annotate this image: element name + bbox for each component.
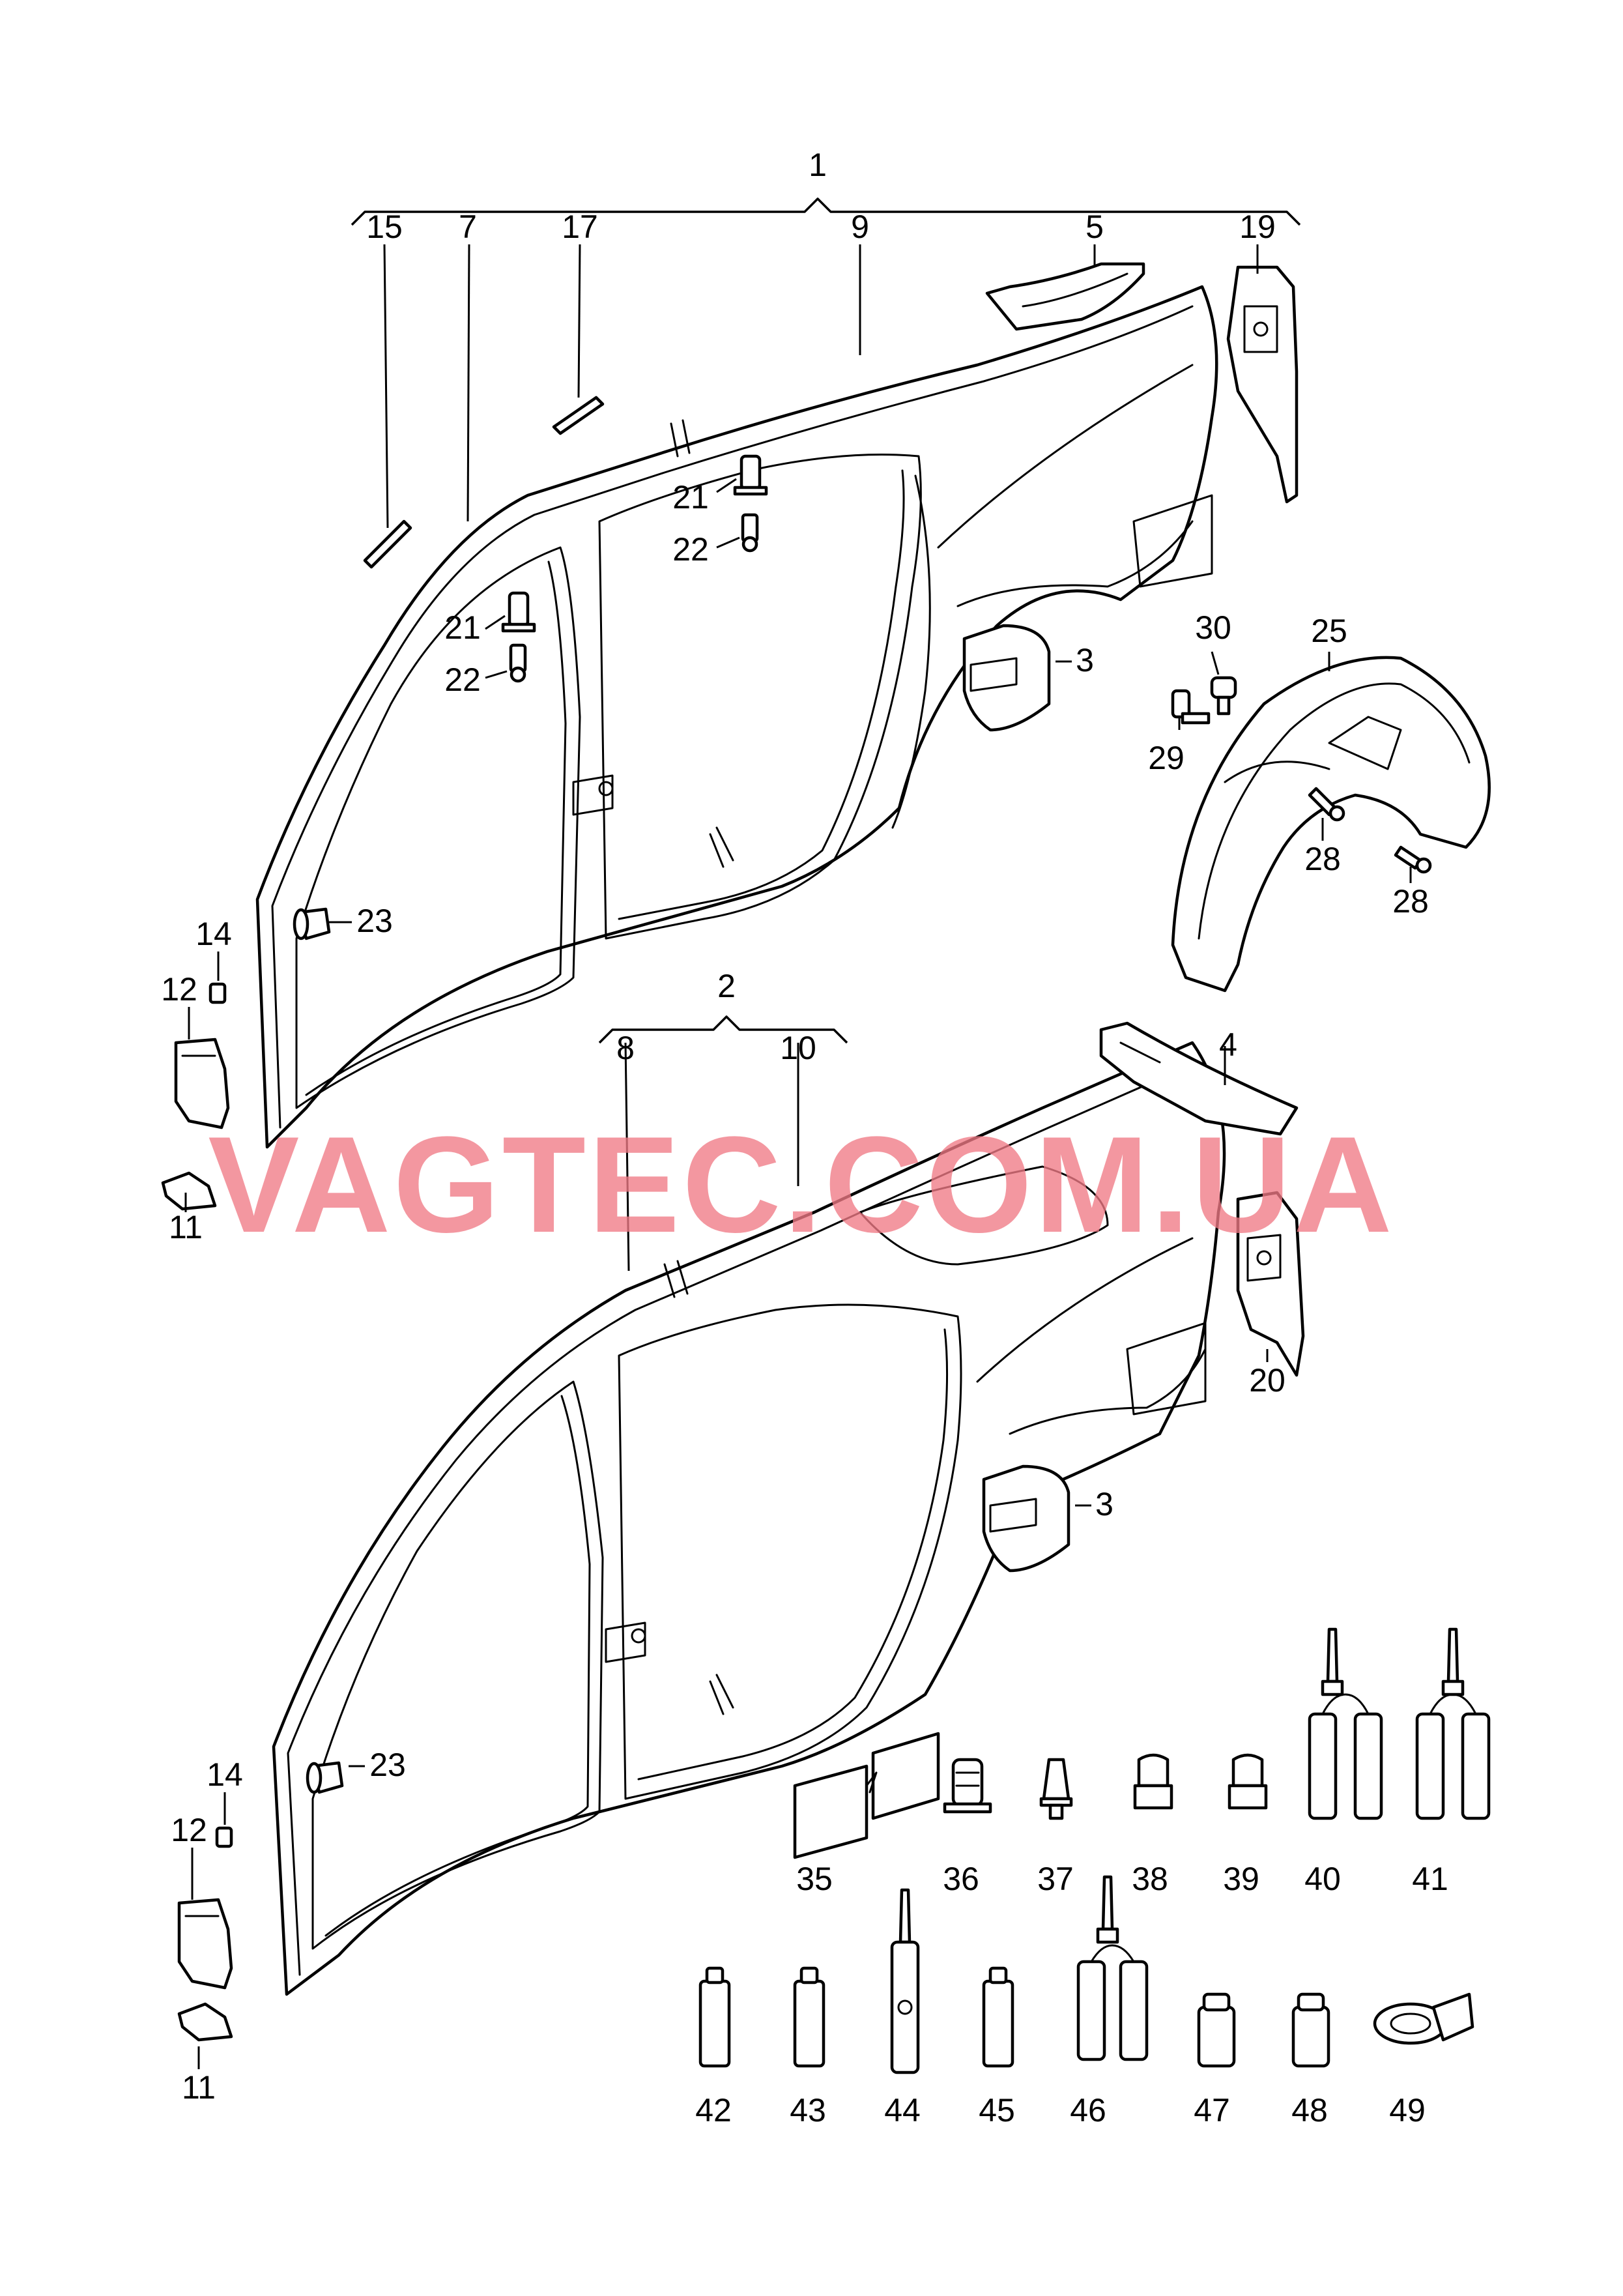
callout-47: 47 bbox=[1194, 2092, 1230, 2129]
callout-1: 1 bbox=[809, 147, 827, 183]
clip-21-upper bbox=[733, 454, 768, 496]
callout-39: 39 bbox=[1223, 1861, 1259, 1897]
callout-35: 35 bbox=[796, 1861, 833, 1897]
callout-29: 29 bbox=[1148, 740, 1185, 776]
clip-17 bbox=[552, 396, 605, 435]
leader-lines bbox=[184, 244, 1412, 2069]
callout-12-upper: 12 bbox=[161, 971, 197, 1008]
part-25-wheel-housing-liner bbox=[1171, 656, 1491, 993]
callout-3-lower: 3 bbox=[1095, 1486, 1113, 1522]
nut-39 bbox=[1228, 1753, 1268, 1810]
part-4-reinforcement bbox=[1099, 1021, 1299, 1136]
callout-28-b: 28 bbox=[1392, 883, 1429, 920]
jar-48 bbox=[1291, 1992, 1330, 2068]
screw-28a bbox=[1308, 787, 1345, 822]
callout-41: 41 bbox=[1412, 1861, 1448, 1897]
can-45 bbox=[982, 1966, 1014, 2068]
callout-5: 5 bbox=[1085, 209, 1104, 245]
callout-19: 19 bbox=[1239, 209, 1276, 245]
callout-46: 46 bbox=[1070, 2092, 1106, 2129]
callout-22-upper: 22 bbox=[672, 531, 709, 568]
bracket-12-lower bbox=[177, 1898, 233, 1990]
callout-14-upper: 14 bbox=[195, 916, 232, 952]
callout-30: 30 bbox=[1195, 609, 1231, 646]
clip-14-lower bbox=[215, 1826, 233, 1848]
part-3-flap-upper bbox=[962, 624, 1051, 732]
cartridge-40 bbox=[1308, 1627, 1383, 1820]
part-19-bracket bbox=[1226, 265, 1299, 504]
clip-15 bbox=[363, 519, 412, 569]
callout-21-upper: 21 bbox=[672, 479, 709, 516]
callout-9: 9 bbox=[851, 209, 869, 245]
cartridge-46 bbox=[1076, 1875, 1149, 2061]
tape-roll-49 bbox=[1373, 1992, 1474, 2045]
callout-8: 8 bbox=[616, 1030, 635, 1066]
callout-10: 10 bbox=[780, 1030, 816, 1066]
callout-numbers: 1 15 7 17 9 5 19 21 22 21 22 3 30 25 29 … bbox=[161, 147, 1448, 2129]
callout-12-lower: 12 bbox=[171, 1812, 207, 1848]
callout-11-upper: 11 bbox=[169, 1209, 203, 1245]
tube-44 bbox=[890, 1888, 920, 2074]
patch-35 bbox=[793, 1732, 940, 1859]
callout-38: 38 bbox=[1132, 1861, 1168, 1897]
part-20-bracket bbox=[1236, 1191, 1305, 1377]
callout-15: 15 bbox=[366, 209, 403, 245]
jar-47 bbox=[1197, 1992, 1236, 2068]
clip-30 bbox=[1210, 676, 1237, 716]
callout-22-mid: 22 bbox=[444, 661, 481, 698]
can-43 bbox=[793, 1966, 826, 2068]
callout-14-lower: 14 bbox=[207, 1756, 243, 1793]
nut-38 bbox=[1133, 1753, 1173, 1810]
callout-20: 20 bbox=[1249, 1362, 1285, 1399]
callout-7: 7 bbox=[459, 209, 477, 245]
callout-17: 17 bbox=[562, 209, 598, 245]
side-panel-lower bbox=[272, 1041, 1226, 1996]
callout-40: 40 bbox=[1304, 1861, 1341, 1897]
bracket-12-upper bbox=[174, 1038, 230, 1129]
screw-28b bbox=[1394, 845, 1432, 874]
callout-4: 4 bbox=[1219, 1026, 1237, 1063]
callout-21-mid: 21 bbox=[444, 609, 481, 646]
nut-11-lower bbox=[177, 2002, 233, 2042]
part-3-flap-lower bbox=[982, 1464, 1070, 1573]
callout-11-lower: 11 bbox=[182, 2069, 216, 2106]
clip-21-mid bbox=[501, 591, 536, 633]
callout-23-lower: 23 bbox=[369, 1747, 406, 1783]
plug-23-upper bbox=[293, 907, 331, 940]
side-panel-upper bbox=[255, 285, 1218, 1149]
callout-49: 49 bbox=[1389, 2092, 1426, 2129]
screw-22-mid bbox=[509, 643, 527, 683]
cartridge-41 bbox=[1415, 1627, 1491, 1820]
brace-1 bbox=[351, 197, 1301, 226]
watermark: VAGTEC.COM.UA bbox=[208, 1108, 1394, 1261]
rivet-37 bbox=[1039, 1758, 1073, 1820]
callout-43: 43 bbox=[790, 2092, 826, 2129]
clip-14-upper bbox=[208, 982, 227, 1004]
callout-2: 2 bbox=[717, 968, 736, 1004]
callout-37: 37 bbox=[1037, 1861, 1074, 1897]
screw-29 bbox=[1171, 689, 1211, 725]
callout-36: 36 bbox=[943, 1861, 979, 1897]
expanding-nut-36 bbox=[943, 1758, 992, 1814]
callout-45: 45 bbox=[979, 2092, 1015, 2129]
callout-28-a: 28 bbox=[1304, 841, 1341, 877]
callout-48: 48 bbox=[1291, 2092, 1328, 2129]
part-5-brace bbox=[985, 262, 1145, 331]
can-42 bbox=[698, 1966, 731, 2068]
callout-25: 25 bbox=[1311, 613, 1347, 649]
callout-42: 42 bbox=[695, 2092, 732, 2129]
callout-3-upper: 3 bbox=[1076, 642, 1094, 678]
brace-2 bbox=[598, 1015, 848, 1044]
screw-22-upper bbox=[741, 513, 759, 553]
callout-23-upper: 23 bbox=[356, 903, 393, 939]
plug-23-lower bbox=[306, 1761, 344, 1794]
callout-44: 44 bbox=[884, 2092, 921, 2129]
nut-11-upper bbox=[161, 1171, 217, 1211]
